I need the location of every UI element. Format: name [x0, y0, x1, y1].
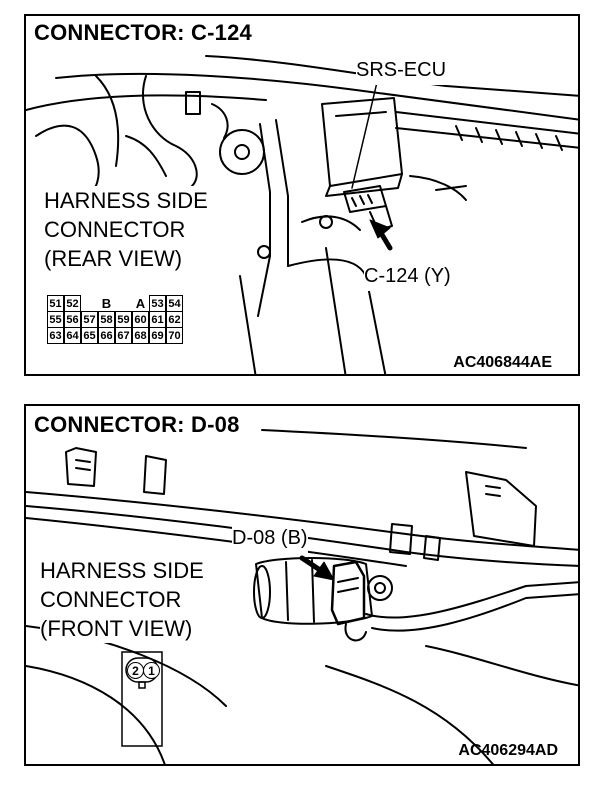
connector-id-label: C-124 (Y)	[364, 262, 451, 291]
harness-line-1: HARNESS SIDE	[44, 188, 208, 213]
pin-cell: 60	[132, 311, 149, 328]
pin-cell: 2	[127, 662, 144, 679]
diagram-panel-d08: CONNECTOR: D-08 D-08 (B) HARNESS SIDE CO…	[24, 404, 580, 766]
harness-line-3: (REAR VIEW)	[44, 246, 183, 271]
harness-side-label: HARNESS SIDE CONNECTOR (REAR VIEW)	[44, 186, 208, 273]
harness-line-3: (FRONT VIEW)	[40, 616, 193, 641]
pin-cell: 57	[81, 311, 98, 328]
pin-cell: 63	[47, 327, 64, 344]
component-label-srs-ecu: SRS-ECU	[356, 56, 447, 85]
pin-cell: 61	[149, 311, 166, 328]
connector-title: CONNECTOR: C-124	[34, 20, 256, 46]
diagram-panel-c124: CONNECTOR: C-124 SRS-ECU HARNESS SIDE CO…	[24, 14, 580, 376]
pin-cell: 69	[149, 327, 166, 344]
pin-cell: 58	[98, 311, 115, 328]
harness-line-2: CONNECTOR	[44, 217, 186, 242]
pin-cell: 53	[149, 295, 166, 312]
connector-title: CONNECTOR: D-08	[34, 412, 244, 438]
reference-code: AC406844AE	[453, 354, 552, 371]
connector-id-label: D-08 (B)	[232, 524, 308, 553]
pointer-arrow-icon	[299, 555, 335, 581]
pin-blank	[115, 295, 132, 312]
pin-cell: 68	[132, 327, 149, 344]
reference-code: AC406294AD	[458, 742, 558, 759]
pin-blank	[81, 295, 98, 312]
pin-cell: 66	[98, 327, 115, 344]
pin-cell: 65	[81, 327, 98, 344]
harness-line-2: CONNECTOR	[40, 587, 182, 612]
pin-cell: 51	[47, 295, 64, 312]
pin-key-b: B	[98, 295, 115, 312]
harness-line-1: HARNESS SIDE	[40, 558, 204, 583]
harness-side-label: HARNESS SIDE CONNECTOR (FRONT VIEW)	[40, 556, 204, 643]
pointer-arrow-icon	[369, 219, 393, 251]
connector-pin-face: 51 52 B A 53 54 55 56 57 58 59 60 61 62 …	[47, 295, 184, 344]
pin-cell: 62	[166, 311, 183, 328]
pin-cell: 52	[64, 295, 81, 312]
pin-cell: 54	[166, 295, 183, 312]
pin-cell: 56	[64, 311, 81, 328]
pin-cell: 1	[143, 662, 160, 679]
connector-pin-face: 2 1	[118, 650, 166, 748]
pin-key-a: A	[132, 295, 149, 312]
pin-cell: 59	[115, 311, 132, 328]
pin-cell: 70	[166, 327, 183, 344]
pin-cell: 67	[115, 327, 132, 344]
pin-cell: 55	[47, 311, 64, 328]
pin-cell: 64	[64, 327, 81, 344]
